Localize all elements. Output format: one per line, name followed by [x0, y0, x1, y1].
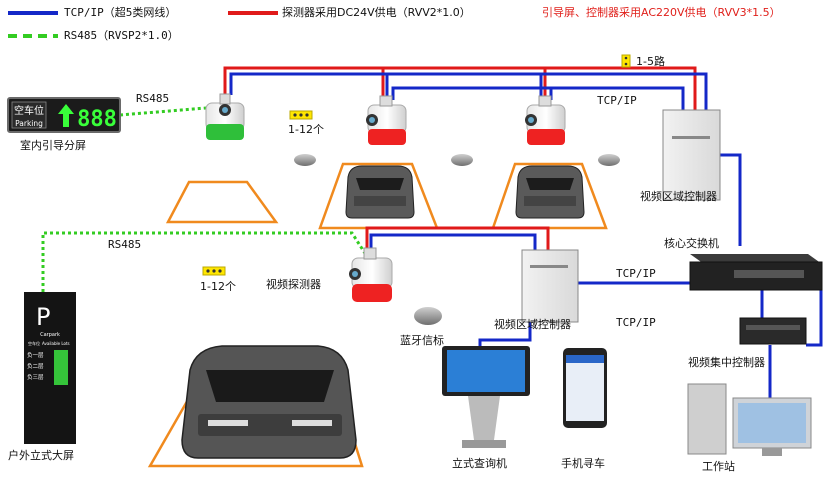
tcp-to-kiosk — [478, 322, 532, 348]
central-controller-device — [739, 317, 807, 345]
car-icon-1 — [345, 165, 415, 219]
indoor-guidance-screen: 空车位 Parking 888 — [7, 97, 121, 133]
count-badge-top — [289, 110, 313, 120]
outdoor-screen-floor-3: 负三层 — [27, 373, 44, 381]
outdoor-screen-letter: P — [36, 303, 50, 331]
indoor-screen-text1: 空车位 — [14, 104, 44, 117]
routes-label: 1-5路 — [636, 55, 665, 68]
rs485-wire-top — [119, 106, 207, 117]
tcp-wire-1 — [229, 72, 389, 100]
video-detector-label: 视频探测器 — [266, 278, 321, 291]
beacon-icon — [414, 307, 442, 325]
outdoor-screen-floor-2: 负二层 — [27, 362, 44, 370]
kiosk-device — [442, 346, 530, 448]
tcp-wire-4 — [391, 86, 553, 100]
kiosk-label: 立式查询机 — [452, 457, 507, 470]
legend-ac220-label: 引导屏、控制器采用AC220V供电（RVV3*1.5） — [542, 6, 781, 19]
car-icon-2 — [515, 165, 585, 219]
power-wire-top — [223, 66, 697, 110]
indoor-detector-camera — [205, 93, 245, 140]
tcp-wiring — [229, 72, 823, 405]
tcp-low-label: TCP/IP — [616, 316, 656, 329]
parking-zone-3 — [491, 162, 608, 230]
workstation-device — [687, 383, 812, 456]
routes-badge — [621, 54, 631, 68]
video-detector-camera-1 — [366, 95, 407, 145]
mobile-label: 手机寻车 — [561, 457, 605, 470]
zone-controller-top-label: 视频区域控制器 — [640, 190, 717, 203]
central-controller-label: 视频集中控制器 — [688, 356, 765, 369]
tcp-to-switch-1 — [719, 153, 742, 246]
up-arrow-icon — [58, 104, 74, 127]
zone-controller-mid — [521, 249, 579, 323]
count-top-label: 1-12个 — [288, 123, 324, 136]
beacon-icon — [294, 154, 316, 166]
zone-controller-mid-label: 视频区域控制器 — [494, 318, 571, 331]
rs485-wiring — [41, 106, 370, 292]
video-detector-camera-3 — [349, 247, 393, 302]
rs485-top-label: RS485 — [136, 92, 170, 105]
outdoor-screen-device: P Carpark 空车位 Available Lots 负一层 负二层 负三层 — [24, 292, 76, 444]
legend-tcp-label: TCP/IP（超5类网线） — [64, 6, 177, 19]
beacon-icon — [598, 154, 620, 166]
tcp-wire-3 — [541, 72, 708, 110]
legend-dc24-label: 探测器采用DC24V供电（RVV2*1.0） — [282, 6, 471, 19]
indoor-screen-text2: Parking — [15, 119, 43, 128]
bt-beacon-label: 蓝牙信标 — [400, 334, 444, 347]
outdoor-screen-subcn: 空车位 — [28, 340, 40, 346]
video-detector-camera-2 — [525, 95, 566, 145]
parking-zone-1 — [165, 180, 279, 224]
tcp-mid-label: TCP/IP — [616, 267, 656, 280]
power-wire-mid — [365, 226, 550, 253]
indoor-screen-count: 888 — [77, 107, 117, 132]
indoor-screen-label: 室内引导分屏 — [20, 139, 86, 152]
zone-controller-top — [662, 109, 721, 201]
bluetooth-beacons — [294, 154, 620, 325]
legend-rs485-label: RS485（RVSP2*1.0） — [64, 29, 179, 42]
outdoor-screen-suben: Available Lots — [42, 341, 70, 346]
workstation-label: 工作站 — [702, 460, 735, 473]
core-switch-device — [689, 254, 823, 291]
outdoor-screen-brand: Carpark — [40, 332, 60, 338]
legend — [8, 11, 278, 38]
count-mid-label: 1-12个 — [200, 280, 236, 293]
tcp-switch-right — [806, 283, 823, 347]
outdoor-screen-label: 户外立式大屏 — [8, 449, 74, 462]
mobile-device — [563, 348, 607, 428]
tcp-wire-mid — [369, 233, 537, 253]
count-badge-mid — [202, 266, 226, 276]
core-switch-label: 核心交换机 — [664, 237, 719, 250]
rs485-mid-label: RS485 — [108, 238, 142, 251]
beacon-icon — [451, 154, 473, 166]
tcp-wire-5 — [551, 86, 685, 110]
tcp-top-label: TCP/IP — [597, 94, 637, 107]
outdoor-screen-floor-1: 负一层 — [27, 351, 44, 359]
car-icon-large — [181, 345, 357, 459]
